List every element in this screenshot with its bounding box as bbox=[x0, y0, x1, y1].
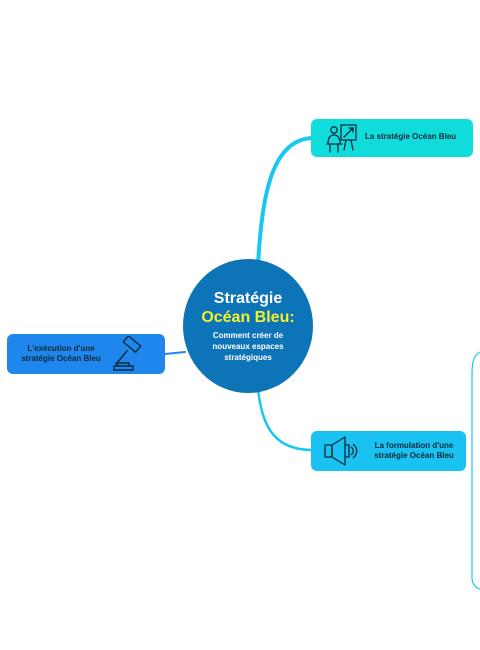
node-formulation[interactable]: La formulation d'une stratégie Océan Ble… bbox=[311, 431, 466, 471]
central-subtitle: Comment créer de nouveaux espaces straté… bbox=[212, 331, 284, 362]
megaphone-icon bbox=[323, 435, 363, 467]
connector-top bbox=[256, 136, 314, 266]
gavel-icon bbox=[111, 335, 147, 372]
node-strategie[interactable]: La stratégie Océan Bleu bbox=[311, 119, 473, 157]
connector-bottom bbox=[256, 388, 314, 452]
node-execution-label: L'exécution d'une stratégie Océan Bleu bbox=[21, 344, 101, 363]
connector-right-branch bbox=[471, 351, 480, 590]
node-formulation-label: La formulation d'une stratégie Océan Ble… bbox=[374, 441, 454, 460]
node-strategie-label: La stratégie Océan Bleu bbox=[365, 132, 457, 141]
connector-left bbox=[164, 351, 186, 355]
presentation-icon bbox=[326, 122, 360, 154]
central-highlight: Océan Bleu: bbox=[201, 309, 295, 326]
node-execution[interactable]: L'exécution d'une stratégie Océan Bleu bbox=[7, 334, 165, 374]
central-title: Stratégie bbox=[213, 290, 283, 307]
central-topic[interactable]: Stratégie Océan Bleu: Comment créer de n… bbox=[183, 259, 313, 393]
